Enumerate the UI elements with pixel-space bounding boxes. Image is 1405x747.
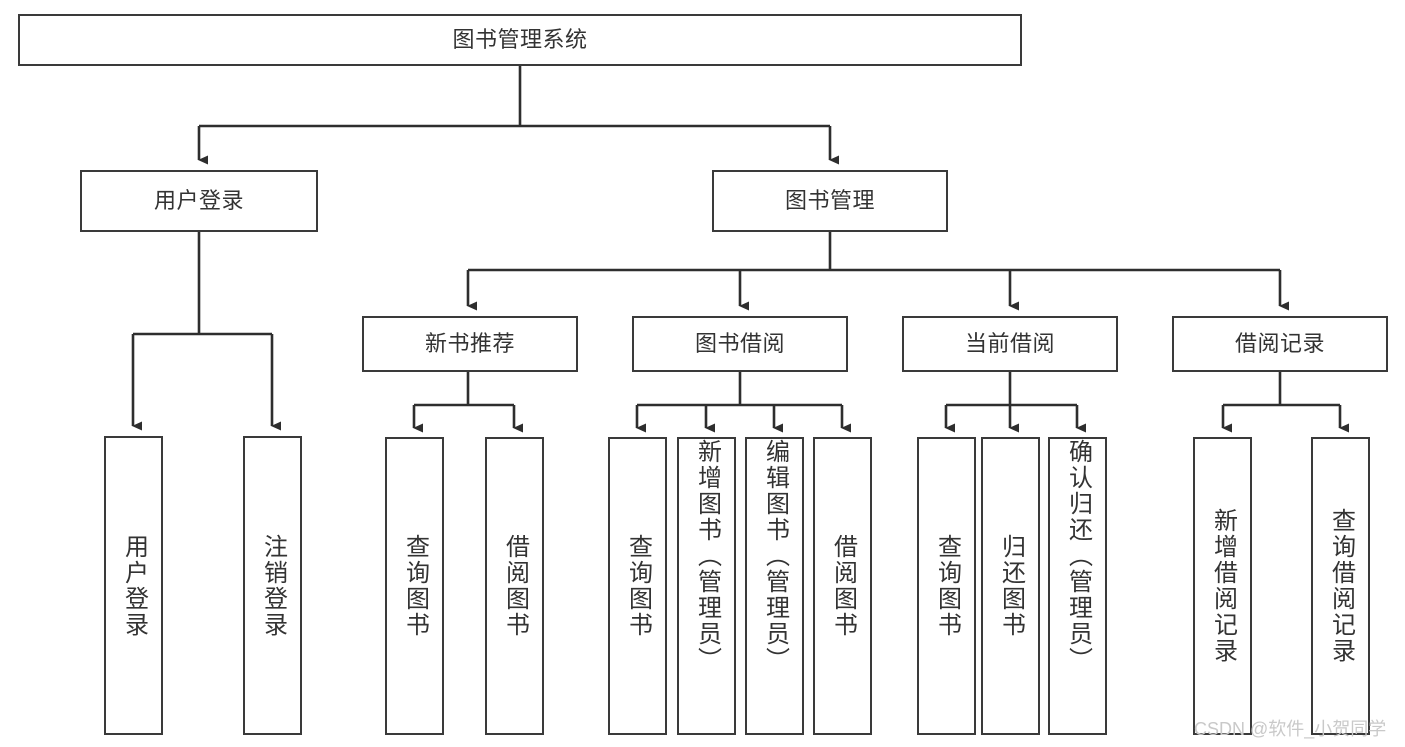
node-leaf-user-login-label: 用户登录	[120, 533, 148, 638]
csdn-watermark: CSDN @软件_小贺同学	[1194, 719, 1387, 739]
node-leaf-user-login[interactable]: 用户登录	[104, 436, 163, 735]
node-leaf-return-book-label: 归还图书	[997, 534, 1025, 638]
node-book-borrow[interactable]: 图书借阅	[632, 316, 848, 372]
node-leaf-logout-login-label: 注销登录	[259, 533, 287, 638]
node-new-book-recommend-label: 新书推荐	[424, 330, 515, 356]
node-leaf-add-book[interactable]: 新增图书（管理员）	[677, 437, 736, 735]
node-leaf-query-record[interactable]: 查询借阅记录	[1311, 437, 1370, 735]
node-leaf-add-book-label: 新增图书（管理员）	[693, 439, 721, 673]
node-leaf-borrow-book-2[interactable]: 借阅图书	[813, 437, 872, 735]
node-book-borrow-label: 图书借阅	[694, 330, 785, 356]
node-leaf-confirm-return[interactable]: 确认归还（管理员）	[1048, 437, 1107, 735]
node-user-login-label: 用户登录	[153, 187, 244, 213]
node-leaf-add-record-label: 新增借阅记录	[1209, 508, 1237, 664]
node-book-manage[interactable]: 图书管理	[712, 170, 948, 232]
node-borrow-record[interactable]: 借阅记录	[1172, 316, 1388, 372]
node-leaf-edit-book-label: 编辑图书（管理员）	[761, 439, 789, 673]
node-new-book-recommend[interactable]: 新书推荐	[362, 316, 578, 372]
node-leaf-query-record-label: 查询借阅记录	[1327, 508, 1355, 664]
node-current-borrow-label: 当前借阅	[964, 330, 1055, 356]
node-leaf-borrow-book-1-label: 借阅图书	[501, 534, 529, 638]
node-leaf-query-book-2[interactable]: 查询图书	[608, 437, 667, 735]
node-leaf-return-book[interactable]: 归还图书	[981, 437, 1040, 735]
node-leaf-confirm-return-label: 确认归还（管理员）	[1064, 439, 1092, 673]
node-book-manage-label: 图书管理	[784, 187, 875, 213]
node-leaf-query-book-1-label: 查询图书	[401, 534, 429, 638]
node-borrow-record-label: 借阅记录	[1234, 330, 1325, 356]
node-root[interactable]: 图书管理系统	[18, 14, 1022, 66]
node-leaf-logout-login[interactable]: 注销登录	[243, 436, 302, 735]
node-leaf-query-book-3-label: 查询图书	[933, 534, 961, 638]
node-root-label: 图书管理系统	[452, 26, 588, 52]
node-user-login[interactable]: 用户登录	[80, 170, 318, 232]
node-leaf-query-book-2-label: 查询图书	[624, 534, 652, 638]
node-leaf-query-book-3[interactable]: 查询图书	[917, 437, 976, 735]
node-leaf-query-book-1[interactable]: 查询图书	[385, 437, 444, 735]
node-leaf-borrow-book-1[interactable]: 借阅图书	[485, 437, 544, 735]
node-leaf-edit-book[interactable]: 编辑图书（管理员）	[745, 437, 804, 735]
node-leaf-add-record[interactable]: 新增借阅记录	[1193, 437, 1252, 735]
node-current-borrow[interactable]: 当前借阅	[902, 316, 1118, 372]
node-leaf-borrow-book-2-label: 借阅图书	[829, 534, 857, 638]
